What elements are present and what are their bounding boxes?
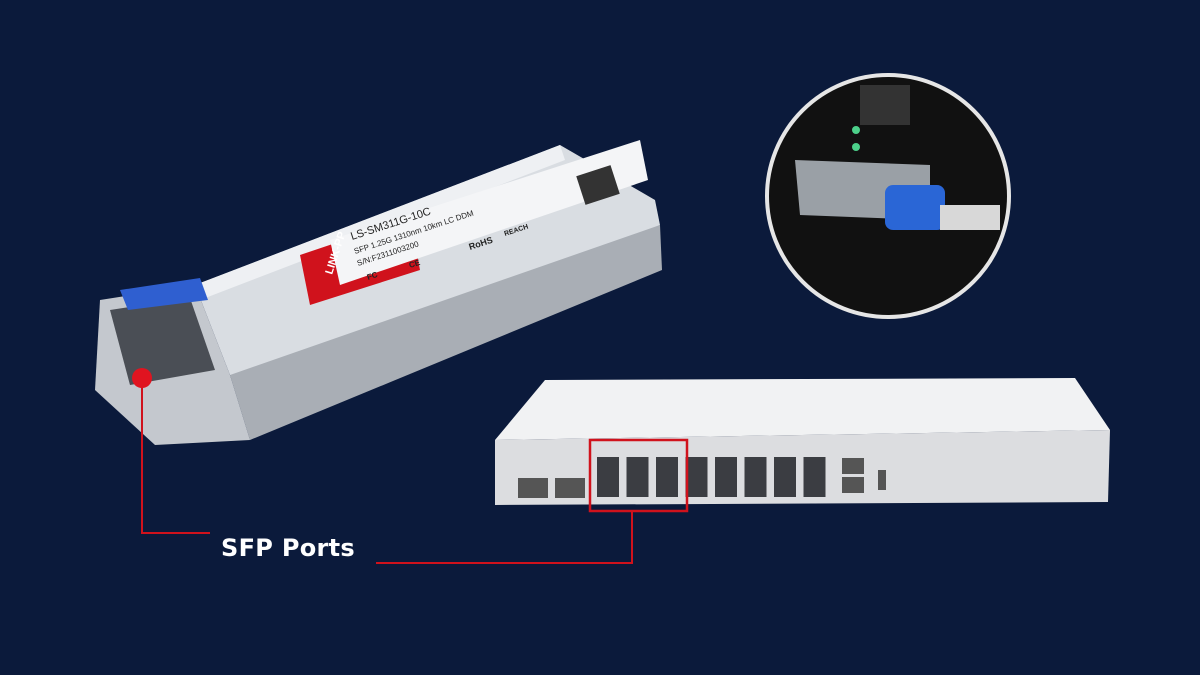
port-marker-dot <box>132 368 152 388</box>
callout-lines <box>141 378 689 564</box>
sfp-port <box>626 457 649 497</box>
sfp-port <box>803 457 826 497</box>
sfp-port <box>715 457 737 497</box>
sfp-port <box>774 457 796 497</box>
qr-code <box>576 165 620 205</box>
sfp-port <box>656 457 678 497</box>
sfp-port <box>597 457 619 497</box>
network-switch <box>495 378 1110 505</box>
ce-mark: CE <box>408 258 422 270</box>
sfp-port <box>744 457 767 497</box>
sfp-ports-label: SFP Ports <box>221 534 355 562</box>
latch <box>120 278 208 310</box>
highlight-box <box>588 438 689 513</box>
sfp-port <box>685 457 708 497</box>
inset-photo <box>765 73 1011 319</box>
fc-mark: FC <box>366 270 379 282</box>
